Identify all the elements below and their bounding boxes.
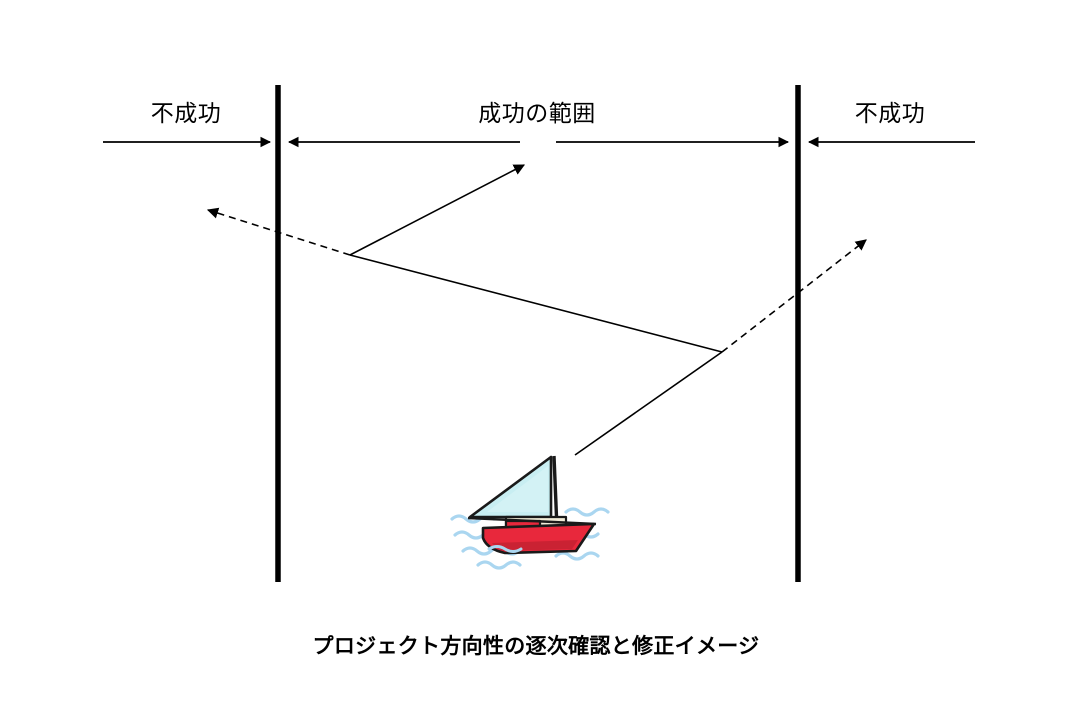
leg-from-boat-to-right-vertex — [574, 351, 723, 456]
zone-label-left-unsuccessful: 不成功 — [150, 100, 222, 126]
leg-right-vertex-to-left-vertex — [349, 254, 723, 353]
water-front-ripple — [487, 545, 523, 553]
zone-label-right-unsuccessful: 不成功 — [854, 100, 926, 126]
projected-drift-right-arrow — [721, 239, 867, 353]
zone-label-success-range: 成功の範囲 — [478, 100, 596, 126]
sailboat-illustration — [450, 455, 610, 570]
projected-drift-left-arrow — [206, 207, 351, 256]
diagram-caption: プロジェクト方向性の逐次確認と修正イメージ — [312, 635, 760, 658]
boundary-lines — [275, 85, 801, 582]
course-solid-path — [349, 164, 723, 456]
jib-sail-highlight — [487, 466, 548, 512]
hull-shadow-stripe — [492, 540, 578, 551]
course-dashed-path — [206, 207, 867, 353]
boom-spar — [467, 516, 597, 526]
leg-corrected-upward — [349, 164, 525, 256]
